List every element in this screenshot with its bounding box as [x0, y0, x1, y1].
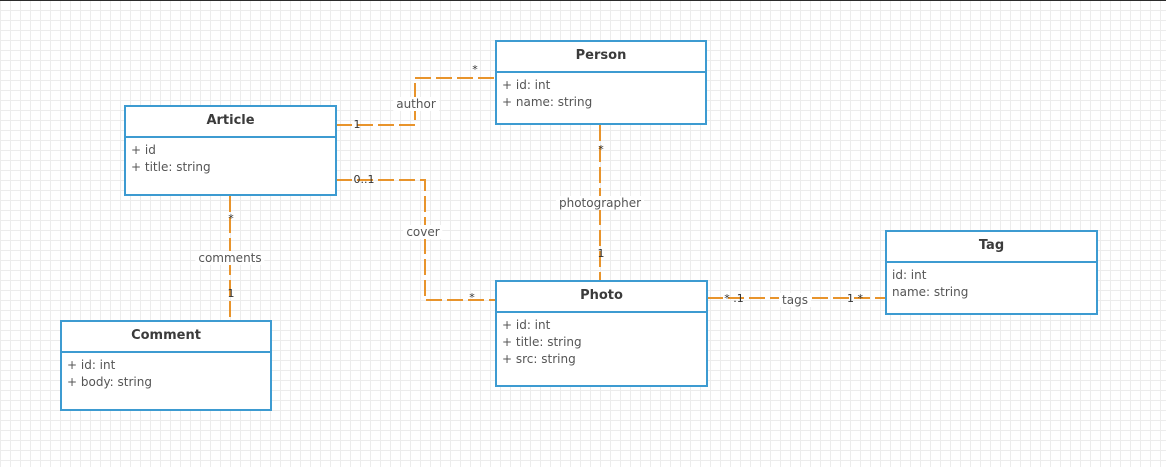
- canvas-top-border: [0, 0, 1166, 1]
- photographer-multiplicity-person: *: [598, 143, 604, 156]
- class-tag-attributes: id: int name: string: [887, 263, 1096, 301]
- attribute: + id: int: [502, 78, 551, 92]
- attribute: + body: string: [67, 375, 152, 389]
- photographer-multiplicity-photo: 1: [597, 247, 605, 260]
- author-multiplicity-article: 1: [353, 118, 361, 131]
- attribute: name: string: [892, 285, 969, 299]
- class-article-attributes: + id + title: string: [126, 138, 335, 176]
- class-photo[interactable]: Photo + id: int + title: string + src: s…: [495, 280, 708, 387]
- cover-multiplicity-article: 0..1: [353, 173, 375, 186]
- class-person-attributes: + id: int + name: string: [497, 73, 705, 111]
- author-multiplicity-person: *: [472, 63, 478, 76]
- author-label: author: [393, 97, 439, 111]
- attribute: + src: string: [502, 352, 576, 366]
- class-comment-name: Comment: [62, 322, 270, 353]
- attribute: + id: [131, 143, 156, 157]
- class-tag[interactable]: Tag id: int name: string: [885, 230, 1098, 315]
- comments-label: comments: [195, 251, 265, 265]
- attribute: + id: int: [502, 318, 551, 332]
- attribute: + id: int: [67, 358, 116, 372]
- class-person-name: Person: [497, 42, 705, 73]
- class-comment-attributes: + id: int + body: string: [62, 353, 270, 391]
- class-tag-name: Tag: [887, 232, 1096, 263]
- attribute: + name: string: [502, 95, 593, 109]
- class-article[interactable]: Article + id + title: string: [124, 105, 337, 196]
- class-person[interactable]: Person + id: int + name: string: [495, 40, 707, 125]
- class-photo-name: Photo: [497, 282, 706, 313]
- attribute: + title: string: [131, 160, 211, 174]
- tags-label: tags: [779, 293, 811, 307]
- tags-multiplicity-photo: * .1: [724, 292, 744, 305]
- cover-label: cover: [403, 225, 443, 239]
- cover-connector[interactable]: [336, 179, 496, 301]
- cover-multiplicity-photo: *: [469, 291, 475, 304]
- attribute: id: int: [892, 268, 927, 282]
- class-comment[interactable]: Comment + id: int + body: string: [60, 320, 272, 411]
- class-article-name: Article: [126, 107, 335, 138]
- photographer-label: photographer: [555, 196, 645, 210]
- comments-multiplicity-comment: 1: [227, 287, 235, 300]
- comments-multiplicity-article: *: [228, 212, 234, 225]
- class-photo-attributes: + id: int + title: string + src: string: [497, 313, 706, 368]
- attribute: + title: string: [502, 335, 582, 349]
- tags-multiplicity-tag: 1 *: [847, 292, 863, 305]
